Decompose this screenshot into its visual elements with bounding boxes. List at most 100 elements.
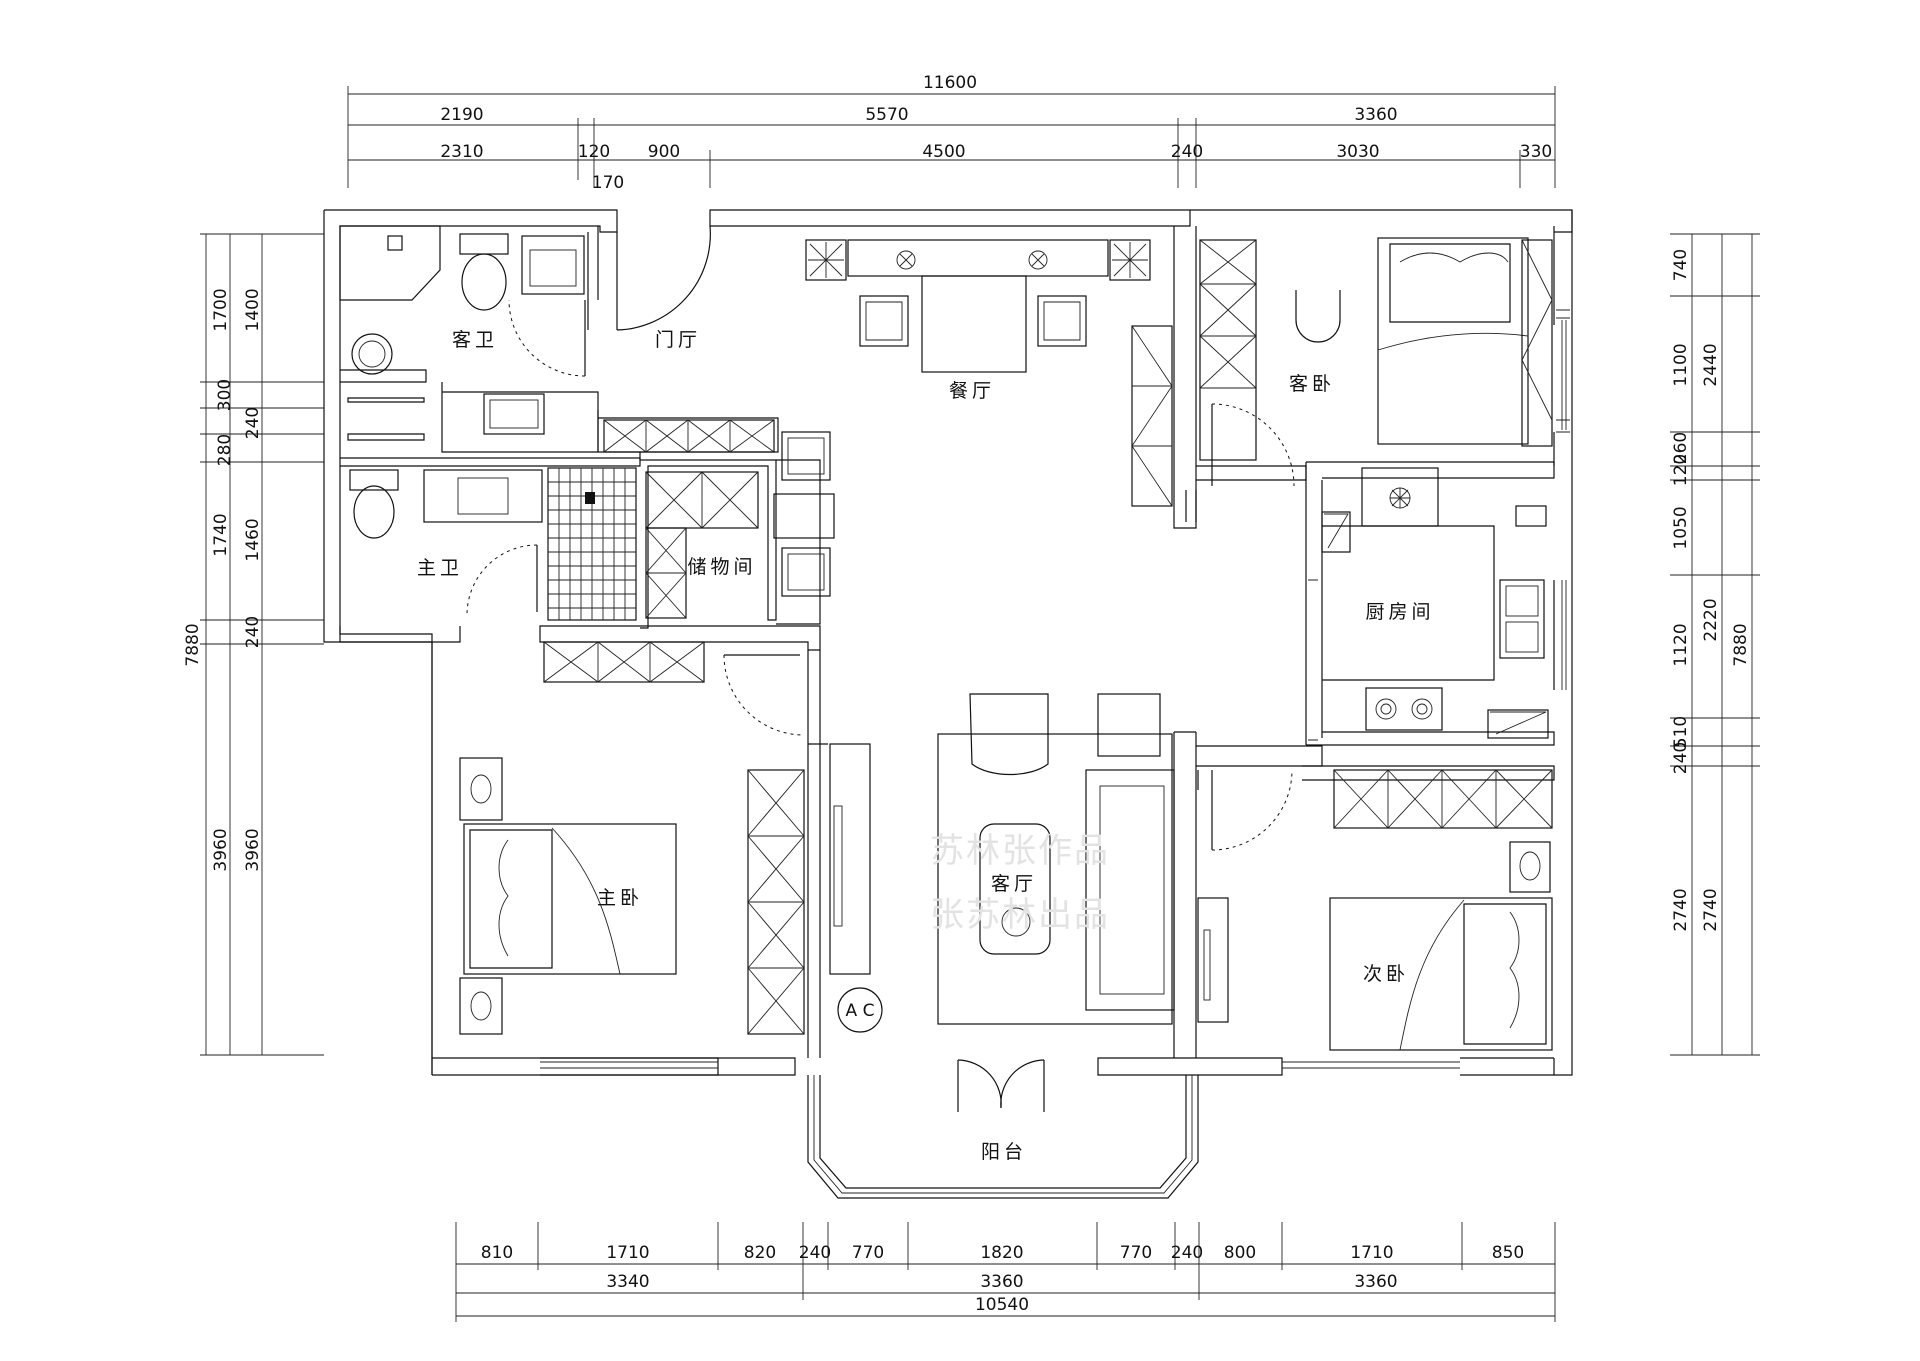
living-rug xyxy=(937,733,1173,1025)
dim-bottom-14: 3360 xyxy=(1354,1272,1397,1292)
bed-second xyxy=(1329,897,1553,1051)
bed-master xyxy=(463,823,677,975)
balcony xyxy=(807,1075,1199,1199)
washer xyxy=(521,235,585,295)
dim-top-3: 3360 xyxy=(1354,105,1397,125)
label-guest-bath: 客卫 xyxy=(452,329,498,351)
dim-bottom-10: 1710 xyxy=(1350,1243,1393,1263)
dim-right-12: 2740 xyxy=(1701,888,1721,931)
tall-cabinet-dining xyxy=(1131,325,1173,507)
walls xyxy=(323,209,1573,1076)
label-dining: 餐厅 xyxy=(949,380,995,402)
ac-unit: A C xyxy=(837,987,883,1033)
basin-guest-bath xyxy=(351,333,393,375)
label-master-bath: 主卫 xyxy=(417,557,463,579)
storage-cabinet xyxy=(645,471,759,619)
nightstand-master-bottom xyxy=(459,977,503,1035)
side-table xyxy=(1097,693,1161,757)
watermark-line-2: 张苏林出品 xyxy=(930,895,1110,935)
dim-left-9: 240 xyxy=(243,616,263,648)
dim-right-2: 1100 xyxy=(1671,343,1691,386)
toilet-icon-guest-bedroom xyxy=(1295,290,1341,343)
bed-guest xyxy=(1377,237,1529,445)
dim-left-overall: 7880 xyxy=(183,623,203,666)
armchair xyxy=(969,693,1049,776)
dim-bottom-1: 810 xyxy=(481,1243,513,1263)
coffee-table xyxy=(979,823,1051,955)
dim-bottom-5: 770 xyxy=(852,1243,884,1263)
dim-top-7: 4500 xyxy=(922,142,965,162)
dim-top-5: 120 xyxy=(578,142,610,162)
dim-top-2: 5570 xyxy=(865,105,908,125)
dining-table xyxy=(921,275,1027,373)
wardrobe-master-bedroom xyxy=(543,641,705,683)
dim-bottom-13: 3360 xyxy=(980,1272,1023,1292)
label-second-bedroom: 次卧 xyxy=(1363,963,1409,985)
kitchen-sink xyxy=(1499,579,1545,659)
ac-label: A C xyxy=(846,1001,875,1021)
dim-right-9: 2740 xyxy=(1671,888,1691,931)
dim-bottom-12: 3340 xyxy=(606,1272,649,1292)
label-living: 客厅 xyxy=(991,873,1037,895)
dim-top-10: 330 xyxy=(1520,142,1552,162)
watermark-line-1: 苏林张作品 xyxy=(930,831,1110,871)
shower-tiles xyxy=(547,467,637,621)
room-labels: 客卫 门厅 餐厅 客卧 主卫 储物间 厨房间 主卧 客厅 次卧 阳台 xyxy=(417,329,1434,1163)
dim-right-3: 260 xyxy=(1671,432,1691,464)
dim-top-1: 2190 xyxy=(440,105,483,125)
doors xyxy=(466,225,1318,1112)
furniture: A C xyxy=(339,225,1553,1051)
dim-bottom-4: 240 xyxy=(799,1243,831,1263)
dim-left-7: 280 xyxy=(215,434,235,466)
shower-unit xyxy=(339,225,441,301)
tv-cabinet xyxy=(829,743,871,975)
dim-top-6: 900 xyxy=(648,142,680,162)
sideboard xyxy=(847,239,1109,277)
label-master-bedroom: 主卧 xyxy=(597,887,643,909)
dim-left-8: 1460 xyxy=(243,518,263,561)
shelf xyxy=(347,397,425,441)
toilet-master-bath xyxy=(349,469,399,539)
dim-left-6: 240 xyxy=(243,407,263,439)
dim-top-9: 3030 xyxy=(1336,142,1379,162)
watermark: 苏林张作品 张苏林出品 xyxy=(930,831,1110,935)
wardrobe-second-bedroom xyxy=(1333,769,1553,829)
wardrobe-guest-right xyxy=(1521,239,1553,447)
dim-top-4: 2310 xyxy=(440,142,483,162)
top-dimensions: 11600 2190 5570 3360 2310 120 900 4500 2… xyxy=(347,73,1556,193)
dim-bottom-7: 770 xyxy=(1120,1243,1152,1263)
nightstand-master-top xyxy=(459,757,503,821)
label-kitchen: 厨房间 xyxy=(1365,601,1434,623)
label-storage: 储物间 xyxy=(687,556,756,578)
label-foyer: 门厅 xyxy=(655,329,701,351)
dim-right-11: 2220 xyxy=(1701,598,1721,641)
dining-chair-left xyxy=(859,295,909,347)
dim-bottom-9: 800 xyxy=(1224,1243,1256,1263)
label-guest-bedroom: 客卧 xyxy=(1289,373,1335,395)
plant-right xyxy=(1109,239,1151,281)
dim-bottom-2: 1710 xyxy=(606,1243,649,1263)
dim-bottom-11: 850 xyxy=(1492,1243,1524,1263)
dim-bottom-overall: 10540 xyxy=(975,1295,1029,1315)
toilet-guest-bath xyxy=(459,233,509,311)
left-dimensions: 7880 1700 1740 3960 1400 300 240 280 146… xyxy=(183,233,324,1056)
dim-top-11: 170 xyxy=(592,173,624,193)
dim-right-10: 2440 xyxy=(1701,343,1721,386)
vanity-master-bath xyxy=(423,469,543,523)
dim-right-5: 1050 xyxy=(1671,506,1691,549)
right-dimensions: 740 1100 260 120 1050 1120 510 240 2740 … xyxy=(1670,233,1760,1056)
windows xyxy=(540,309,1570,1069)
vanity-guest-bath xyxy=(483,393,545,435)
dim-top-8: 240 xyxy=(1171,142,1203,162)
wardrobe-guest-bedroom xyxy=(1199,239,1257,461)
dim-left-2: 1740 xyxy=(211,513,231,556)
nightstand-second xyxy=(1509,841,1551,893)
plant-left xyxy=(805,239,847,281)
label-balcony: 阳台 xyxy=(981,1141,1027,1163)
wardrobe-master-right xyxy=(747,769,805,1035)
dim-right-overall: 7880 xyxy=(1731,623,1751,666)
dim-right-7: 510 xyxy=(1671,716,1691,748)
dim-right-8: 240 xyxy=(1671,742,1691,774)
